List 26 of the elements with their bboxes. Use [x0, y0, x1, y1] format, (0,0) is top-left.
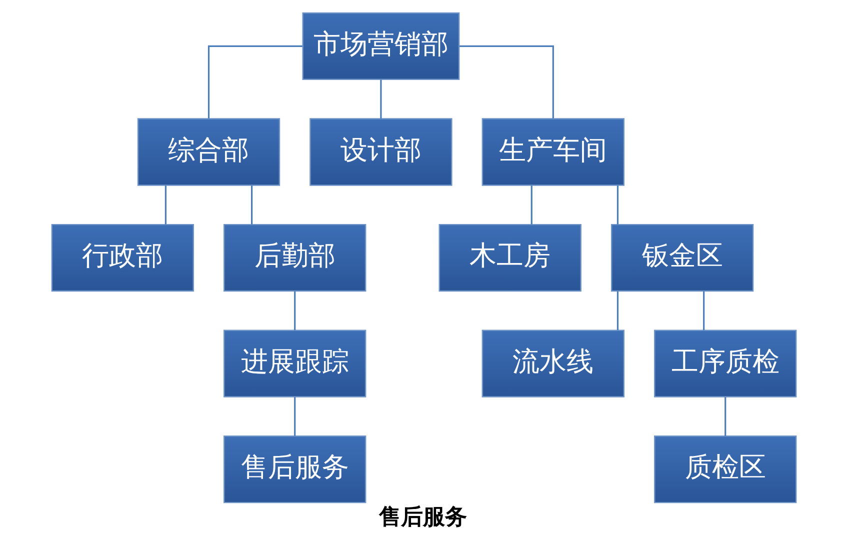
connector	[616, 185, 618, 225]
connector	[724, 397, 726, 436]
connector	[380, 80, 382, 119]
connector	[164, 185, 166, 225]
connector	[207, 45, 302, 119]
connector	[250, 185, 252, 225]
node-box: 后勤部	[223, 224, 366, 292]
node-box: 流水线	[481, 330, 624, 398]
node-box: 设计部	[309, 118, 452, 186]
node-box: 质检区	[654, 436, 796, 504]
node-box: 行政部	[50, 224, 194, 292]
node-box: 钣金区	[610, 224, 754, 292]
node-box: 综合部	[136, 118, 280, 186]
node-box: 进展跟踪	[223, 330, 366, 398]
connector	[294, 291, 296, 330]
node-box: 木工房	[438, 224, 581, 292]
node-box: 售后服务	[223, 436, 366, 504]
caption: 售后服务	[378, 504, 467, 530]
node-box: 生产车间	[481, 118, 624, 186]
node-box: 市场营销部	[302, 12, 460, 80]
node-box: 工序质检	[654, 330, 796, 398]
connector	[530, 185, 532, 225]
connector	[616, 291, 618, 330]
connector	[702, 291, 704, 330]
connector	[458, 45, 554, 119]
connector	[294, 397, 296, 436]
